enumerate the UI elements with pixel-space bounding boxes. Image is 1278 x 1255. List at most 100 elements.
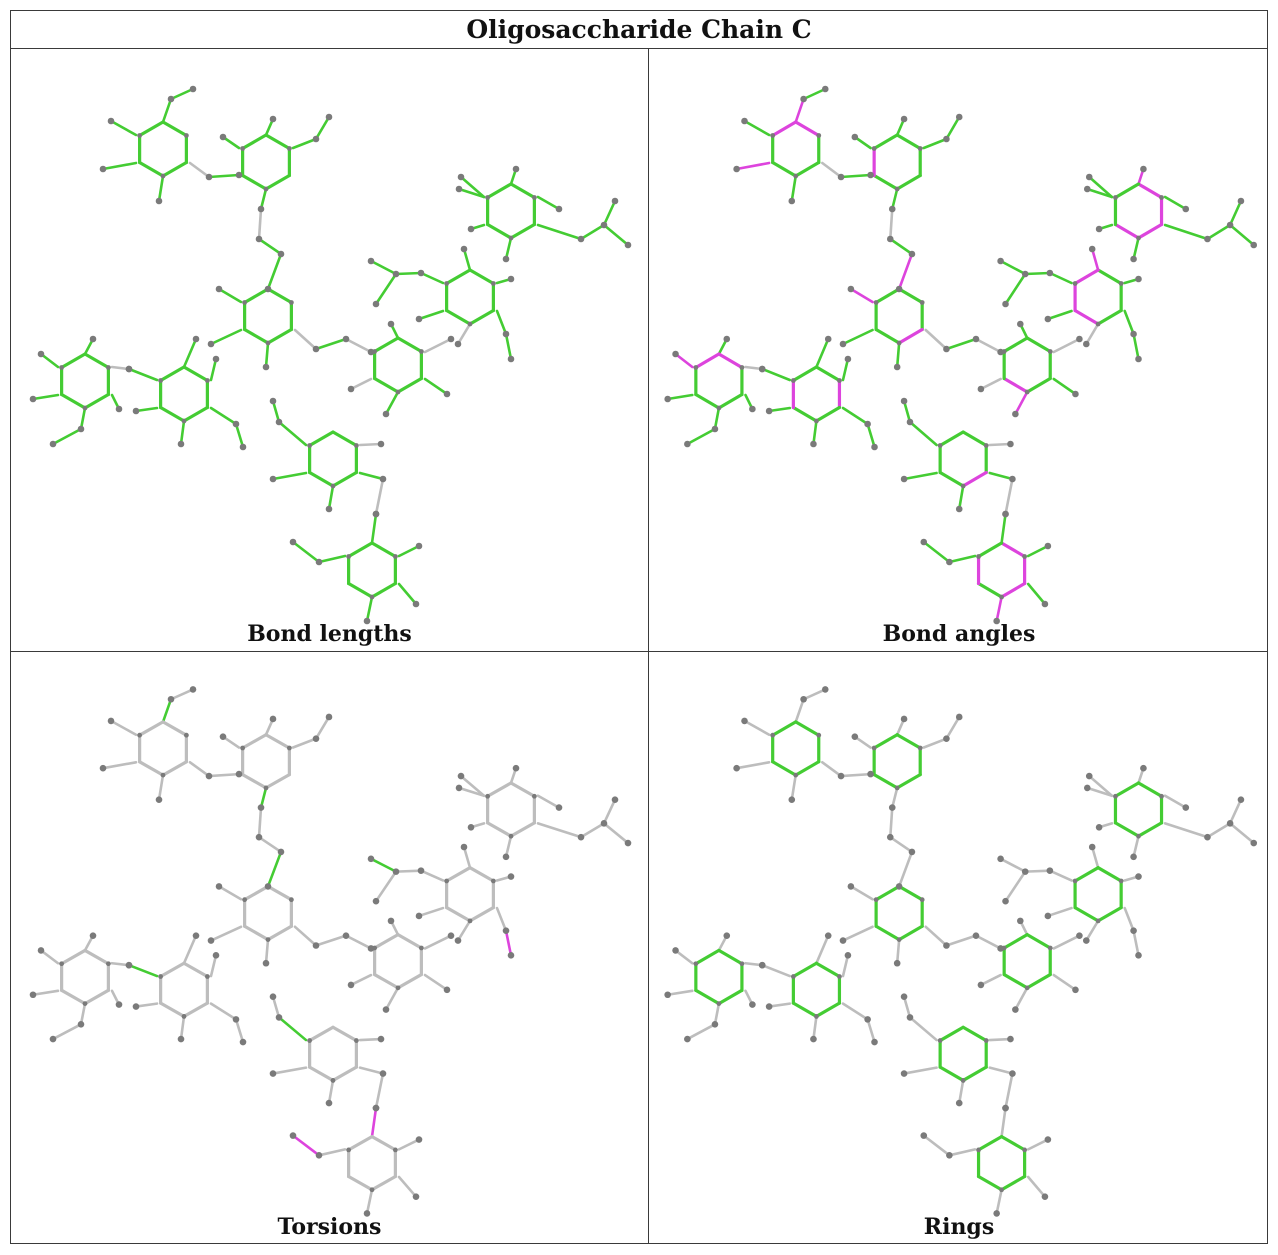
atom [1182, 205, 1190, 213]
atom [372, 300, 380, 308]
ring-bond [396, 336, 423, 354]
atom [502, 853, 510, 861]
bond [841, 925, 874, 942]
bond [365, 1188, 374, 1215]
bond [536, 195, 561, 211]
atom [502, 927, 510, 935]
atom [502, 330, 510, 338]
ring-bond [468, 866, 495, 883]
bond [713, 1002, 721, 1026]
ring-atom [739, 365, 745, 370]
atom [1007, 440, 1014, 448]
ring-atom [716, 405, 722, 411]
atom [906, 418, 914, 426]
atom [997, 945, 1004, 952]
atom [888, 804, 896, 811]
atom [115, 405, 123, 413]
ring-bond [976, 1134, 1004, 1152]
bond [157, 174, 165, 203]
ring-bond [717, 988, 744, 1006]
ring-atom [919, 300, 925, 305]
atom [372, 1104, 380, 1112]
atom [555, 804, 563, 811]
atom [382, 410, 390, 418]
bond [417, 309, 445, 321]
bond [1048, 271, 1073, 285]
atom [507, 952, 515, 959]
ring-bond [976, 1174, 1004, 1192]
atom [207, 340, 215, 348]
atom [955, 505, 963, 513]
atom [1002, 897, 1009, 905]
atom [1041, 600, 1049, 608]
atom [1012, 1006, 1019, 1013]
ring-atom [770, 133, 776, 138]
atom [723, 335, 731, 343]
ring-bond [445, 308, 472, 326]
bond [1000, 512, 1007, 545]
atom [367, 257, 375, 265]
bond [841, 1002, 869, 1021]
bond [188, 760, 211, 778]
bond [271, 995, 281, 1019]
atom [977, 385, 985, 393]
ring-bond [468, 308, 495, 326]
vertical-divider [648, 49, 649, 1244]
ring-atom [183, 133, 189, 138]
bond [1085, 187, 1114, 199]
bond [1206, 223, 1232, 241]
ring-bond [370, 1174, 397, 1192]
bond [1228, 798, 1243, 825]
bond [895, 938, 901, 965]
ring-atom [919, 897, 925, 903]
atom [235, 770, 243, 778]
ring-atom [59, 961, 65, 967]
ring-atom [485, 793, 491, 799]
atom [977, 981, 985, 989]
ring-bond [872, 733, 899, 750]
atom [741, 117, 748, 125]
bond [888, 806, 894, 839]
atom [955, 113, 963, 121]
ring-bond [1136, 821, 1164, 838]
atom [839, 937, 847, 944]
atom [711, 1021, 719, 1028]
bond [1046, 906, 1073, 918]
ring-bond [396, 972, 423, 990]
ring-atom [917, 146, 923, 151]
ring-atom [508, 833, 514, 839]
ring-bond [694, 392, 721, 410]
bond [349, 973, 373, 987]
atom [1044, 542, 1052, 550]
bond [888, 237, 914, 256]
ring-bond [938, 1065, 965, 1083]
atom [906, 1014, 914, 1021]
bond [51, 427, 83, 446]
ring-bond [717, 392, 744, 410]
atom [367, 855, 375, 863]
atom [1007, 1035, 1014, 1043]
bond [209, 925, 243, 942]
ring-bond [938, 1025, 965, 1043]
bond [866, 1018, 876, 1044]
bond [790, 174, 798, 203]
atom [107, 117, 115, 125]
ring-atom [716, 1001, 722, 1007]
ring-atom [105, 365, 111, 370]
atom [454, 937, 462, 944]
ring-bond [486, 182, 513, 200]
ring-bond [1113, 781, 1141, 798]
bond [924, 328, 948, 351]
atom [1002, 1104, 1009, 1112]
atom [1002, 300, 1009, 308]
bond [974, 934, 1002, 950]
ring-bond [895, 773, 922, 790]
ring-bond [486, 781, 513, 798]
bond [462, 845, 472, 869]
ring-bond [331, 430, 358, 448]
atom [269, 993, 277, 1001]
bond [895, 341, 901, 369]
ring-atom [369, 1187, 375, 1193]
ring-bond [1025, 933, 1052, 950]
bond [397, 544, 421, 558]
